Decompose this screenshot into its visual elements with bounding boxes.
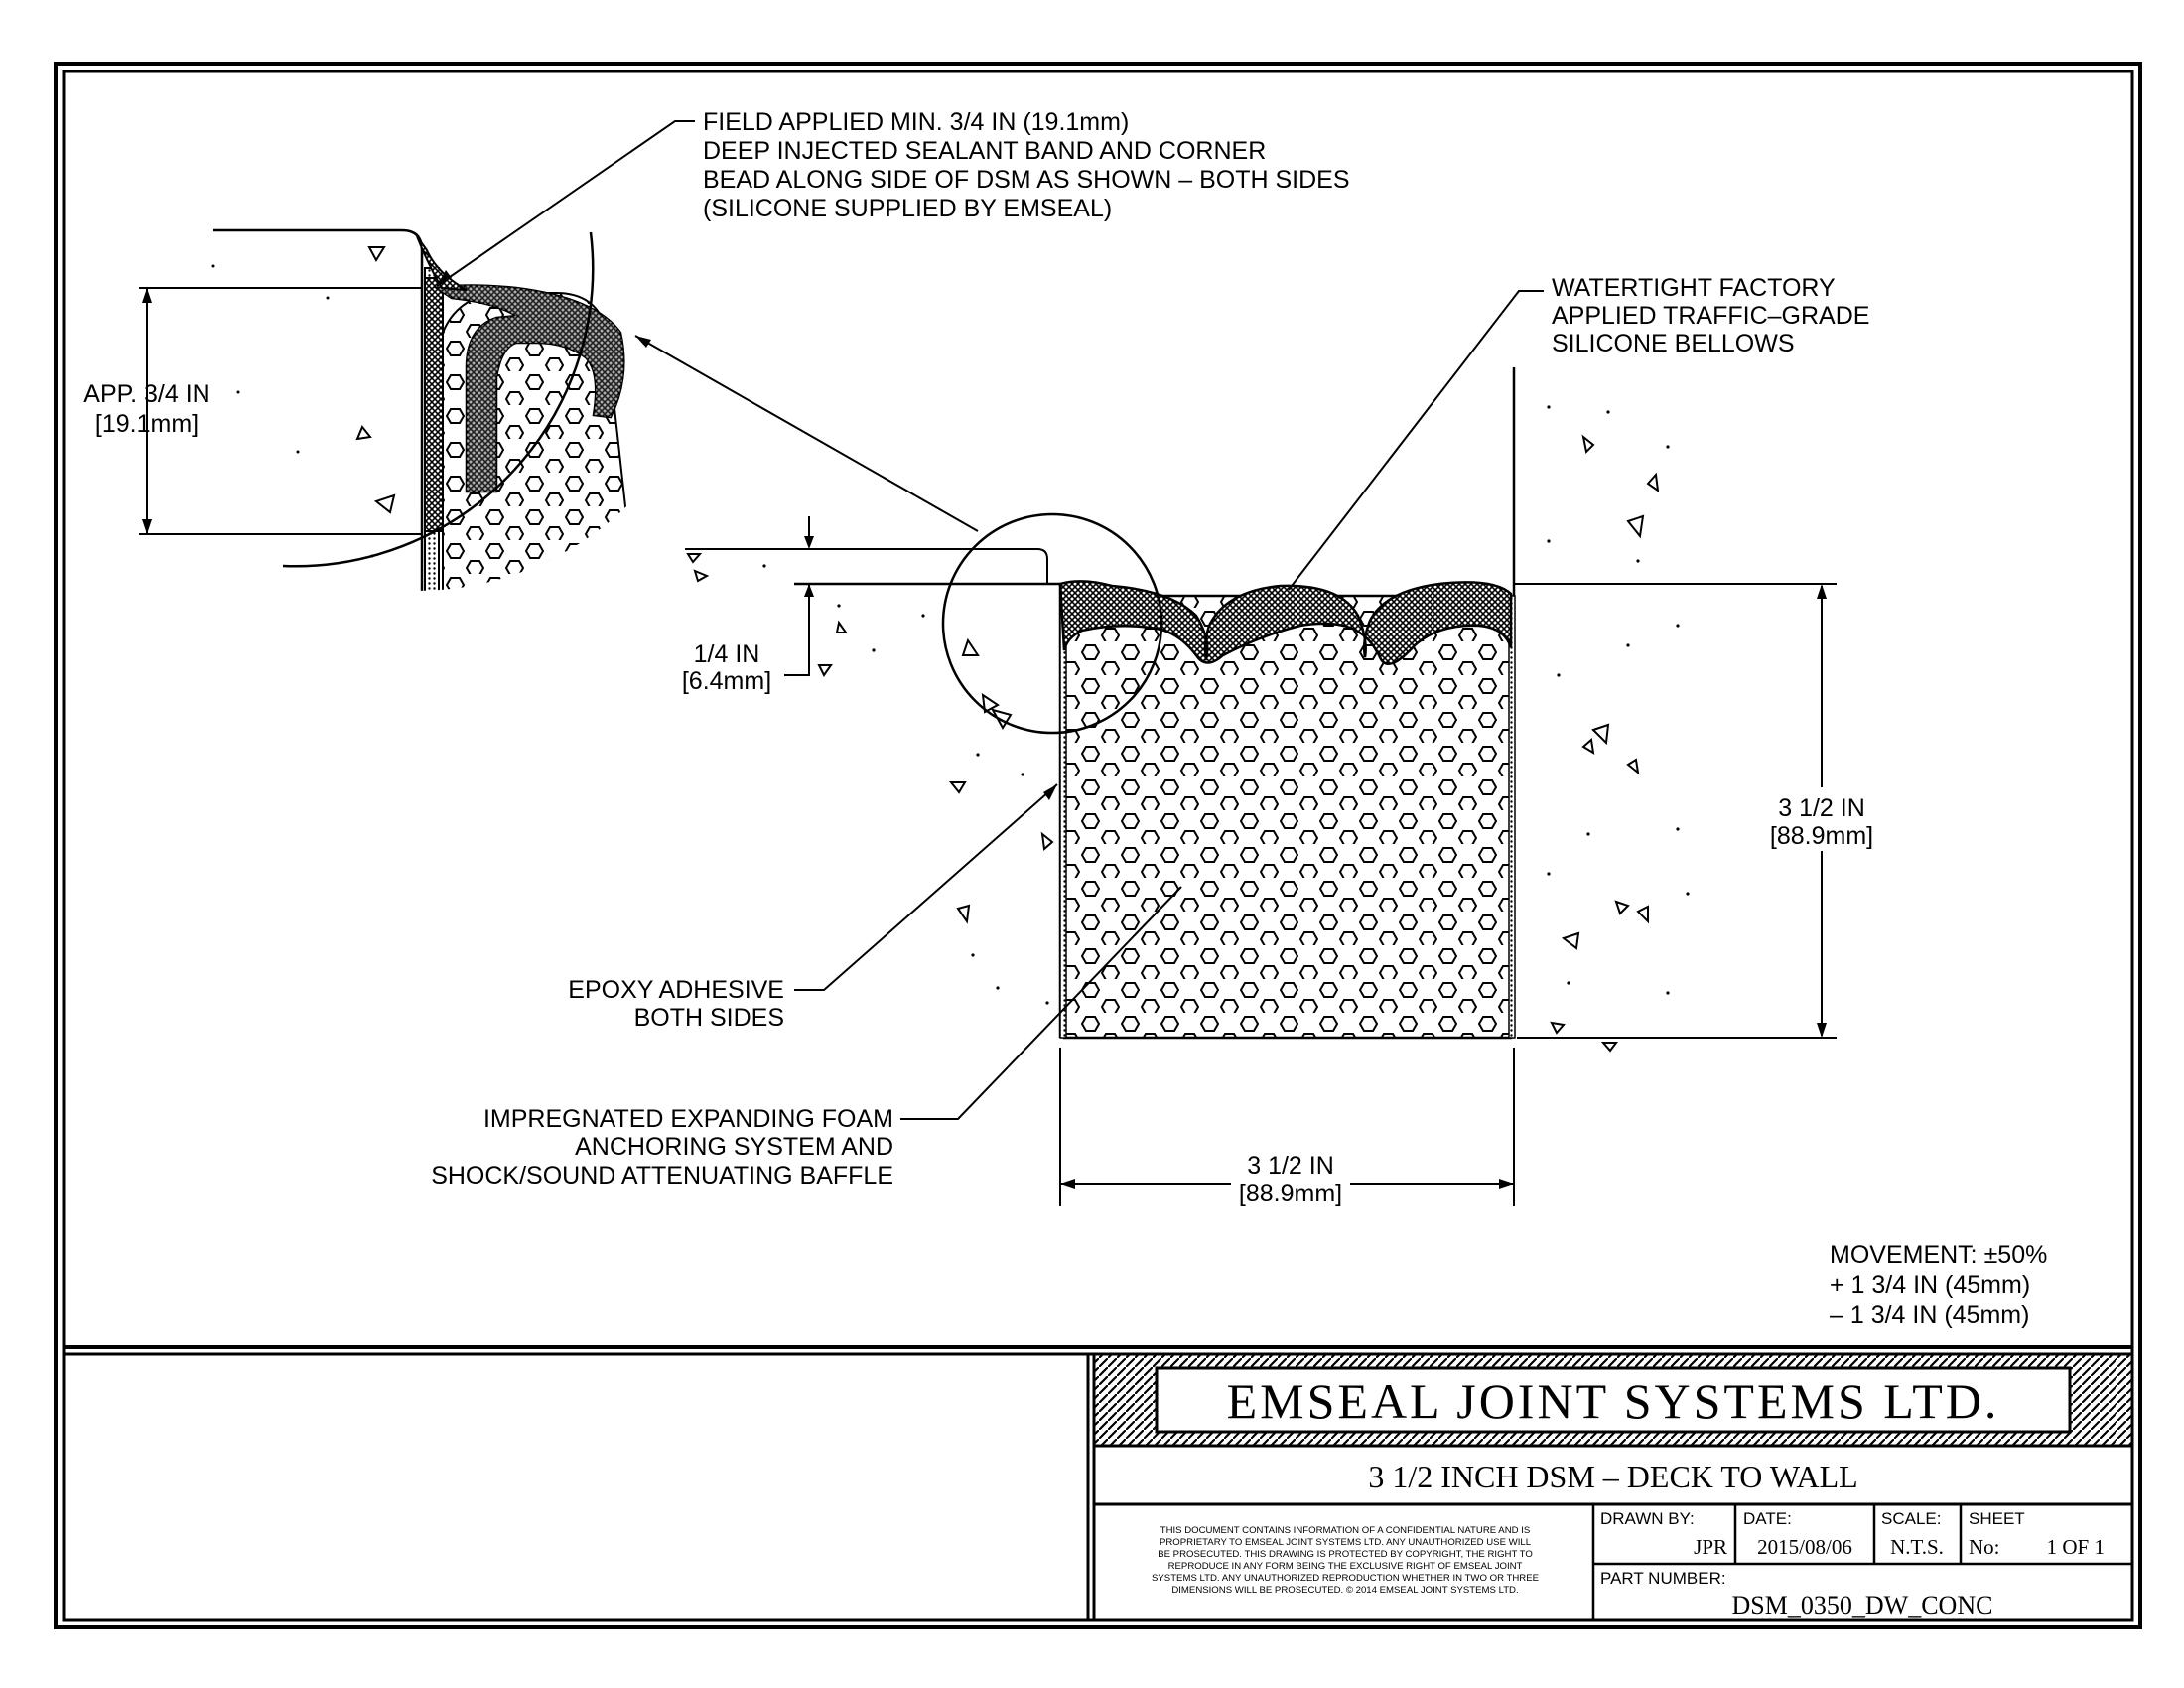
svg-text:THIS DOCUMENT CONTAINS INFORMA: THIS DOCUMENT CONTAINS INFORMATION OF A … xyxy=(1160,1525,1531,1536)
sealant-callout: FIELD APPLIED MIN. 3/4 IN (19.1mm) DEEP … xyxy=(703,108,1350,222)
scale-value: N.T.S. xyxy=(1890,1535,1944,1559)
svg-text:DEEP INJECTED SEALANT BAND AND: DEEP INJECTED SEALANT BAND AND CORNER xyxy=(703,137,1266,165)
detail-depth-dim-1: APP. 3/4 IN xyxy=(83,380,209,408)
drawn-by-label: DRAWN BY: xyxy=(1600,1509,1695,1528)
sheet-no-value: 1 OF 1 xyxy=(2047,1535,2105,1559)
epoxy-right xyxy=(1508,595,1516,1039)
notes-panel xyxy=(62,1352,1090,1622)
title-block: EMSEAL JOINT SYSTEMS LTD. 3 1/2 INCH DSM… xyxy=(1092,1352,2134,1622)
svg-text:IMPREGNATED EXPANDING FOAM: IMPREGNATED EXPANDING FOAM xyxy=(483,1105,893,1133)
svg-text:SYSTEMS LTD. ANY UNAUTHORIZED: SYSTEMS LTD. ANY UNAUTHORIZED REPRODUCTI… xyxy=(1152,1573,1539,1584)
svg-text:ANCHORING SYSTEM AND: ANCHORING SYSTEM AND xyxy=(575,1133,893,1161)
svg-text:REPRODUCE IN ANY FORM BEING TH: REPRODUCE IN ANY FORM BEING THE EXCLUSIV… xyxy=(1168,1561,1523,1572)
main-section: 1/4 IN [6.4mm] 3 1/2 IN [88.9mm] 3 1/2 I… xyxy=(682,367,1873,1207)
part-number-value: DSM_0350_DW_CONC xyxy=(1732,1591,1993,1619)
svg-text:SHOCK/SOUND ATTENUATING BAFFLE: SHOCK/SOUND ATTENUATING BAFFLE xyxy=(431,1162,893,1190)
movement-note: MOVEMENT: ±50% + 1 3/4 IN (45mm) – 1 3/4… xyxy=(1830,1241,2047,1329)
bellows-leader xyxy=(1288,290,1544,591)
svg-text:MOVEMENT: ±50%: MOVEMENT: ±50% xyxy=(1830,1241,2047,1269)
svg-text:+ 1 3/4 IN (45mm): + 1 3/4 IN (45mm) xyxy=(1830,1271,2030,1299)
svg-text:EPOXY ADHESIVE: EPOXY ADHESIVE xyxy=(568,976,784,1004)
company-box xyxy=(1155,1366,2072,1434)
detail-reference-circle xyxy=(941,512,1163,735)
width-dim-2: [88.9mm] xyxy=(1239,1180,1342,1207)
silicone-bellows xyxy=(1058,580,1513,665)
foam-leader xyxy=(900,886,1182,1120)
svg-text:FIELD APPLIED MIN. 3/4 IN (19.: FIELD APPLIED MIN. 3/4 IN (19.1mm) xyxy=(703,108,1129,136)
svg-text:– 1 3/4 IN (45mm): – 1 3/4 IN (45mm) xyxy=(1830,1301,2029,1329)
detail-leader xyxy=(634,335,979,532)
epoxy-callout: EPOXY ADHESIVE BOTH SIDES xyxy=(568,976,784,1032)
drawn-by-value: JPR xyxy=(1694,1535,1727,1559)
svg-text:PROPRIETARY TO EMSEAL JOINT SY: PROPRIETARY TO EMSEAL JOINT SYSTEMS LTD.… xyxy=(1160,1537,1532,1548)
date-value: 2015/08/06 xyxy=(1757,1535,1852,1559)
date-label: DATE: xyxy=(1743,1509,1792,1528)
enlarged-detail: APP. 3/4 IN [19.1mm] xyxy=(83,228,637,591)
svg-text:APPLIED TRAFFIC–GRADE: APPLIED TRAFFIC–GRADE xyxy=(1552,302,1869,330)
company-name: EMSEAL JOINT SYSTEMS LTD. xyxy=(1227,1373,2000,1429)
svg-text:BOTH SIDES: BOTH SIDES xyxy=(634,1004,784,1032)
sealant-leader xyxy=(436,120,695,287)
recess-dim-1: 1/4 IN xyxy=(694,640,760,668)
svg-text:WATERTIGHT FACTORY: WATERTIGHT FACTORY xyxy=(1552,274,1836,302)
epoxy-left xyxy=(1059,595,1067,1039)
svg-text:BEAD ALONG SIDE OF DSM AS SHOW: BEAD ALONG SIDE OF DSM AS SHOWN – BOTH S… xyxy=(703,166,1350,194)
detail-depth-dim-2: [19.1mm] xyxy=(95,410,199,438)
detail-circle xyxy=(282,231,595,568)
svg-text:DIMENSIONS WILL BE PROSECUTED.: DIMENSIONS WILL BE PROSECUTED. © 2014 EM… xyxy=(1171,1585,1518,1596)
outer-border xyxy=(54,62,2142,1629)
epoxy-leader xyxy=(794,783,1058,991)
recess-dim-2: [6.4mm] xyxy=(682,667,771,695)
disclaimer: THIS DOCUMENT CONTAINS INFORMATION OF A … xyxy=(1152,1525,1539,1596)
foam-body xyxy=(1062,594,1513,1040)
sheet-label: SHEET xyxy=(1969,1509,2025,1528)
depth-dim-1: 3 1/2 IN xyxy=(1778,794,1865,822)
svg-text:SILICONE BELLOWS: SILICONE BELLOWS xyxy=(1552,330,1795,357)
svg-text:(SILICONE SUPPLIED BY EMSEAL): (SILICONE SUPPLIED BY EMSEAL) xyxy=(703,195,1112,222)
detail-concrete-edge xyxy=(213,228,424,591)
aggregate-marks xyxy=(686,434,1660,1053)
svg-text:BE PROSECUTED. THIS DRAWING IS: BE PROSECUTED. THIS DRAWING IS PROTECTED… xyxy=(1158,1549,1533,1560)
bellows-callout: WATERTIGHT FACTORY APPLIED TRAFFIC–GRADE… xyxy=(1552,274,1869,357)
scale-label: SCALE: xyxy=(1881,1509,1941,1528)
depth-dim-2: [88.9mm] xyxy=(1770,822,1873,850)
drawing-title: 3 1/2 INCH DSM – DECK TO WALL xyxy=(1368,1459,1857,1494)
part-number-label: PART NUMBER: xyxy=(1600,1569,1726,1588)
sheet-no-label: No: xyxy=(1969,1535,2000,1559)
detail-sealant-band xyxy=(424,277,444,532)
foam-callout: IMPREGNATED EXPANDING FOAM ANCHORING SYS… xyxy=(431,1105,893,1190)
width-dim-1: 3 1/2 IN xyxy=(1247,1152,1334,1180)
